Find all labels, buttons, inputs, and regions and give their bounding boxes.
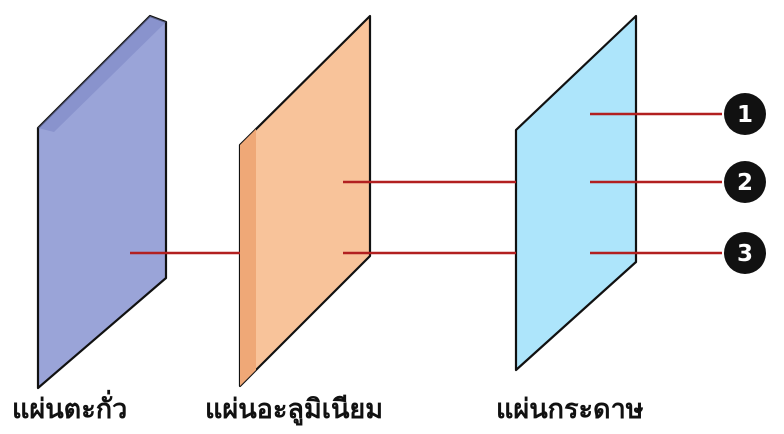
lead-plate-label: แผ่นตะกั่ว (12, 389, 127, 425)
aluminium-plate-edge-shade (240, 129, 256, 386)
beam-marker-3-label: 3 (737, 241, 753, 267)
paper-plate-face (514, 14, 638, 372)
lead-plate (36, 14, 168, 390)
paper-plate-label: แผ่นกระดาษ (496, 394, 644, 425)
beam-marker-3: 3 (724, 232, 766, 274)
beam-marker-2-circle (724, 161, 766, 203)
lead-plate-edge-shade (38, 16, 166, 132)
beam-marker-2: 2 (724, 161, 766, 203)
aluminium-plate-label: แผ่นอะลูมิเนียม (205, 394, 383, 426)
aluminium-plate-face (238, 14, 372, 388)
beam-marker-1-label: 1 (737, 102, 753, 128)
paper-plate (514, 14, 638, 372)
beam-marker-1: 1 (724, 93, 766, 135)
beam-marker-1-circle (724, 93, 766, 135)
aluminium-plate (238, 14, 372, 388)
beam-marker-3-circle (724, 232, 766, 274)
radiation-beams (130, 112, 722, 255)
beam-marker-2-label: 2 (737, 170, 753, 196)
